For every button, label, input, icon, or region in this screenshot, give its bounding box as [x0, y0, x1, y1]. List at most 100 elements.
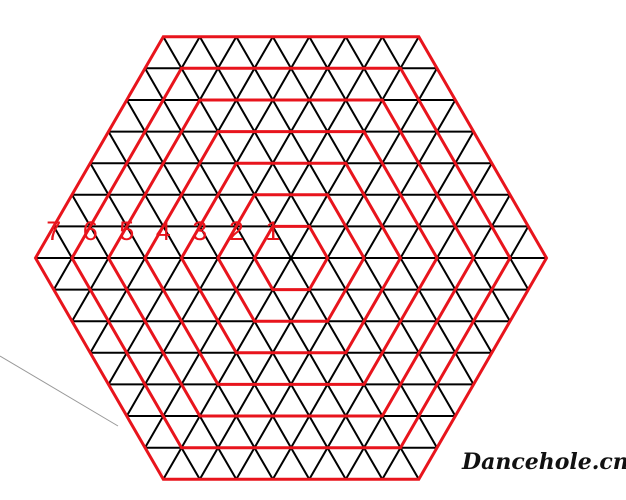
grid-segment: [71, 194, 92, 227]
grid-segment: [107, 194, 128, 227]
grid-segment: [417, 289, 438, 322]
grid-segment: [363, 99, 384, 133]
watermark: Dancehole.cn: [461, 449, 626, 475]
grid-segment: [125, 162, 146, 196]
grid-segment: [363, 257, 384, 291]
grid-segment: [235, 225, 256, 259]
grid-segment: [198, 99, 219, 133]
grid-segment: [162, 36, 183, 69]
grid-segment: [344, 99, 365, 133]
grid-segment: [308, 415, 329, 449]
grid-segment: [235, 36, 256, 69]
grid-segment: [198, 415, 219, 449]
grid-segment: [144, 289, 165, 322]
grid-segment: [235, 383, 256, 417]
watermark-text: Dancehole.cn: [461, 449, 626, 475]
grid-segment: [217, 415, 238, 449]
hexagon-ring-1: [252, 224, 330, 292]
grid-segment: [180, 352, 201, 385]
hexagon-ring-6: [70, 66, 512, 450]
grid-segment: [162, 99, 183, 133]
grid-segment: [271, 415, 292, 449]
grid-segment: [217, 383, 238, 417]
grid-segment: [271, 225, 292, 259]
grid-segment: [436, 257, 457, 291]
grid-segment: [308, 162, 329, 196]
grid-segment: [271, 447, 292, 480]
grid-segment: [198, 447, 219, 480]
grid-segment: [217, 67, 238, 101]
grid-segment: [399, 225, 420, 259]
grid-segment: [290, 67, 311, 101]
grid-segment: [290, 447, 311, 480]
grid-segment: [52, 257, 73, 291]
grid-segment: [308, 447, 329, 480]
grid-segment: [253, 352, 274, 385]
grid-segment: [308, 36, 329, 69]
grid-segment: [363, 225, 384, 259]
grid-segment: [144, 131, 165, 164]
grid-segment: [326, 36, 347, 69]
grid-segment: [290, 131, 311, 164]
grid-segment: [381, 289, 402, 322]
grid-segment: [326, 131, 347, 164]
grid-segment: [417, 415, 438, 449]
grid-segment: [235, 415, 256, 449]
grid-segment: [253, 415, 274, 449]
grid-segment: [235, 447, 256, 480]
grid-segment: [253, 99, 274, 133]
grid-segment: [509, 225, 530, 259]
ring-label-3: 3: [192, 216, 207, 246]
grid-segment: [162, 383, 183, 417]
grid-segment: [107, 289, 128, 322]
grid-segment: [144, 415, 165, 449]
grid-segment: [162, 225, 183, 259]
grid-segment: [271, 36, 292, 69]
grid-segment: [144, 352, 165, 385]
grid-segment: [308, 131, 329, 164]
grid-segment: [308, 352, 329, 385]
grid-segment: [454, 131, 475, 164]
grid-segment: [271, 320, 292, 354]
grid-segment: [144, 67, 165, 101]
grid-segment: [180, 131, 201, 164]
grid-segment: [381, 447, 402, 480]
grid-segment: [290, 36, 311, 69]
hexagon-ring-4: [143, 130, 439, 386]
grid-segment: [417, 194, 438, 227]
hexagon-ring-5: [106, 98, 476, 418]
grid-segment: [454, 352, 475, 385]
grid-segment: [290, 257, 311, 291]
grid-segment: [271, 352, 292, 385]
grid-segment: [198, 383, 219, 417]
grid-segment: [235, 131, 256, 164]
grid-segment: [308, 320, 329, 354]
grid-segment: [399, 99, 420, 133]
grid-segment: [399, 257, 420, 291]
grid-segment: [235, 352, 256, 385]
grid-segment: [271, 131, 292, 164]
grid-segment: [326, 320, 347, 354]
grid-segment: [125, 383, 146, 417]
grid-segment: [290, 289, 311, 322]
grid-segment: [308, 289, 329, 322]
grid-segment: [198, 36, 219, 69]
grid-segment: [308, 194, 329, 227]
grid-segment: [125, 99, 146, 133]
grid-segment: [235, 162, 256, 196]
grid-segment: [217, 99, 238, 133]
grid-segment: [290, 320, 311, 354]
grid-segment: [363, 162, 384, 196]
grid-segment: [290, 352, 311, 385]
grid-segment: [436, 320, 457, 354]
grid-segment: [308, 383, 329, 417]
grid-segment: [271, 99, 292, 133]
grid-segment: [89, 257, 110, 291]
concentric-hexagons: [33, 35, 549, 481]
grid-segment: [344, 383, 365, 417]
ring-label-6: 6: [83, 216, 98, 246]
grid-segment: [125, 225, 146, 259]
grid-segment: [217, 131, 238, 164]
grid-segment: [381, 36, 402, 69]
